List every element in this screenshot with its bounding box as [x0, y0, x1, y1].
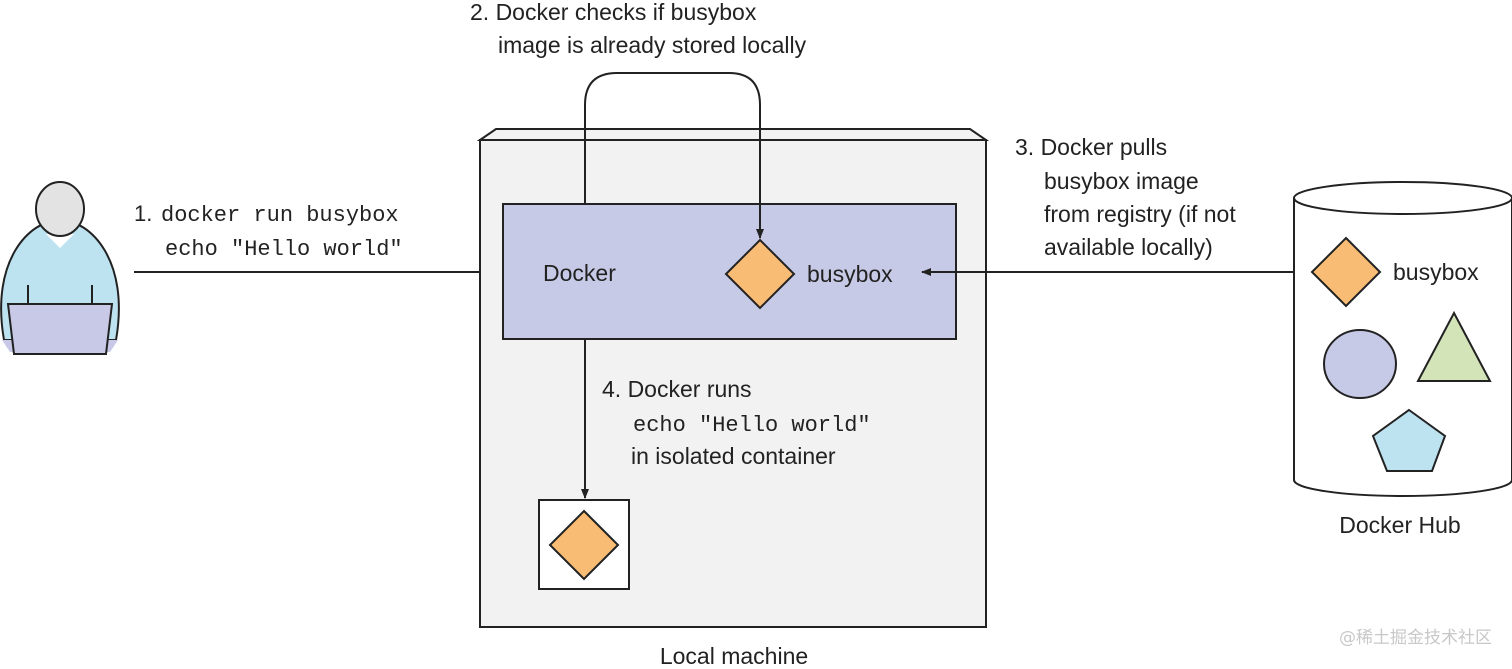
- hub-busybox-image-icon: [1310, 236, 1382, 308]
- docker-label: Docker: [543, 260, 616, 286]
- step4-line3: in isolated container: [631, 443, 836, 469]
- step4-line2: echo "Hello world": [633, 413, 871, 438]
- hub-circle-image-icon: [1323, 329, 1397, 399]
- step1-command-line1: docker run busybox: [161, 203, 399, 228]
- person-head: [35, 181, 85, 237]
- step2-line2: image is already stored locally: [498, 32, 807, 58]
- arrow-check-local: [584, 72, 764, 239]
- step3-line3: from registry (if not: [1044, 201, 1236, 227]
- step4-line1: 4. Docker runs: [602, 376, 752, 402]
- step2-line1: 2. Docker checks if busybox: [470, 0, 757, 25]
- watermark: @稀土掘金技术社区: [1339, 628, 1492, 648]
- local-busybox-label: busybox: [807, 261, 893, 287]
- local-busybox-image-icon: [724, 238, 796, 310]
- local-machine-label: Local machine: [660, 643, 808, 669]
- hub-triangle-image-icon: [1416, 310, 1492, 382]
- laptop-icon: [6, 303, 114, 355]
- person-collar: [46, 234, 74, 248]
- hub-pentagon-image-icon: [1371, 408, 1447, 472]
- step3-line2: busybox image: [1044, 168, 1199, 194]
- step3-line1: 3. Docker pulls: [1015, 134, 1167, 160]
- step3-line4: available locally): [1044, 234, 1213, 260]
- hub-busybox-label: busybox: [1393, 259, 1479, 285]
- step1-command-line2: echo "Hello world": [165, 237, 403, 262]
- step1-number: 1.: [134, 201, 152, 226]
- container-busybox-icon: [548, 509, 620, 581]
- user-person-icon: [0, 181, 120, 355]
- docker-hub-label: Docker Hub: [1339, 512, 1460, 538]
